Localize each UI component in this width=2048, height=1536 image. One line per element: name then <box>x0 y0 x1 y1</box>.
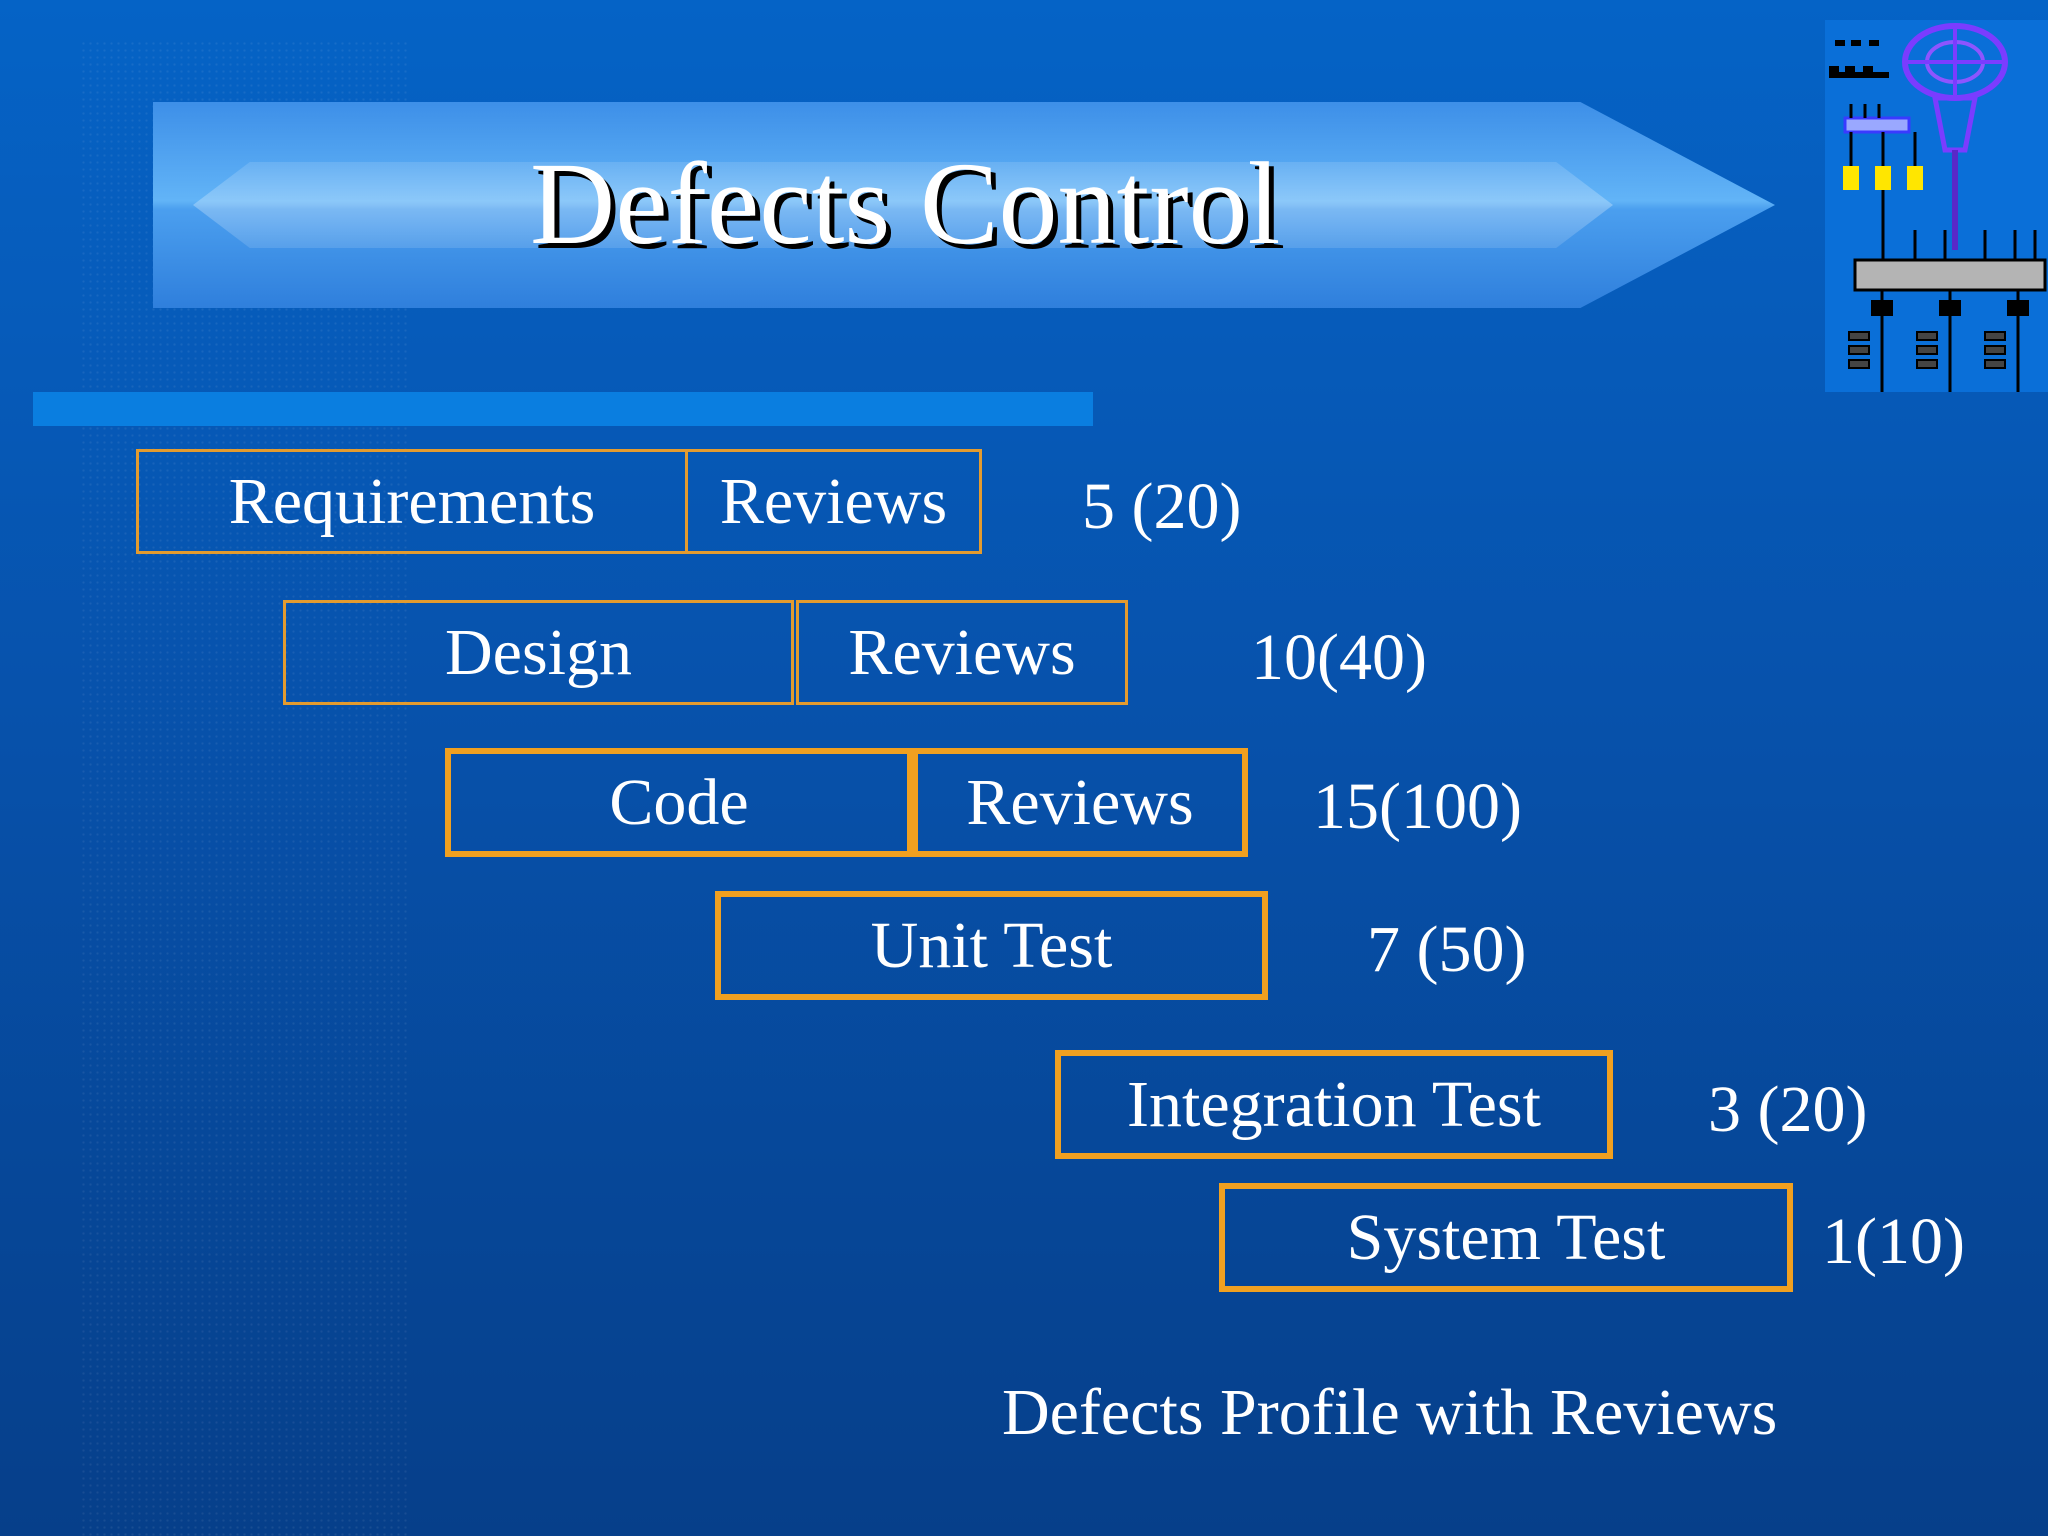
unit-test-defect-count: 7 (50) <box>1367 913 1527 986</box>
separator-bar <box>33 392 1093 426</box>
design-reviews-box: Reviews <box>796 600 1128 705</box>
diagram-caption: Defects Profile with Reviews <box>1002 1376 1778 1449</box>
code-defect-count: 15(100) <box>1313 770 1522 843</box>
title-banner <box>153 102 1775 308</box>
network-server-logo-icon <box>1825 20 2048 392</box>
design-defect-count: 10(40) <box>1251 621 1427 694</box>
system-test-defect-count: 1(10) <box>1822 1205 1965 1278</box>
system-test-box: System Test <box>1219 1183 1793 1292</box>
code-box: Code <box>445 748 913 857</box>
unit-test-box: Unit Test <box>715 891 1268 1000</box>
title-banner-highlight <box>193 162 1613 248</box>
design-box: Design <box>283 600 794 705</box>
integration-test-box: Integration Test <box>1055 1050 1613 1159</box>
requirements-reviews-box: Reviews <box>685 449 982 554</box>
requirements-defect-count: 5 (20) <box>1082 470 1242 543</box>
page-title: Defects Control <box>530 138 1281 269</box>
code-reviews-box: Reviews <box>912 748 1248 857</box>
integration-test-defect-count: 3 (20) <box>1708 1073 1868 1146</box>
requirements-box: Requirements <box>136 449 688 554</box>
